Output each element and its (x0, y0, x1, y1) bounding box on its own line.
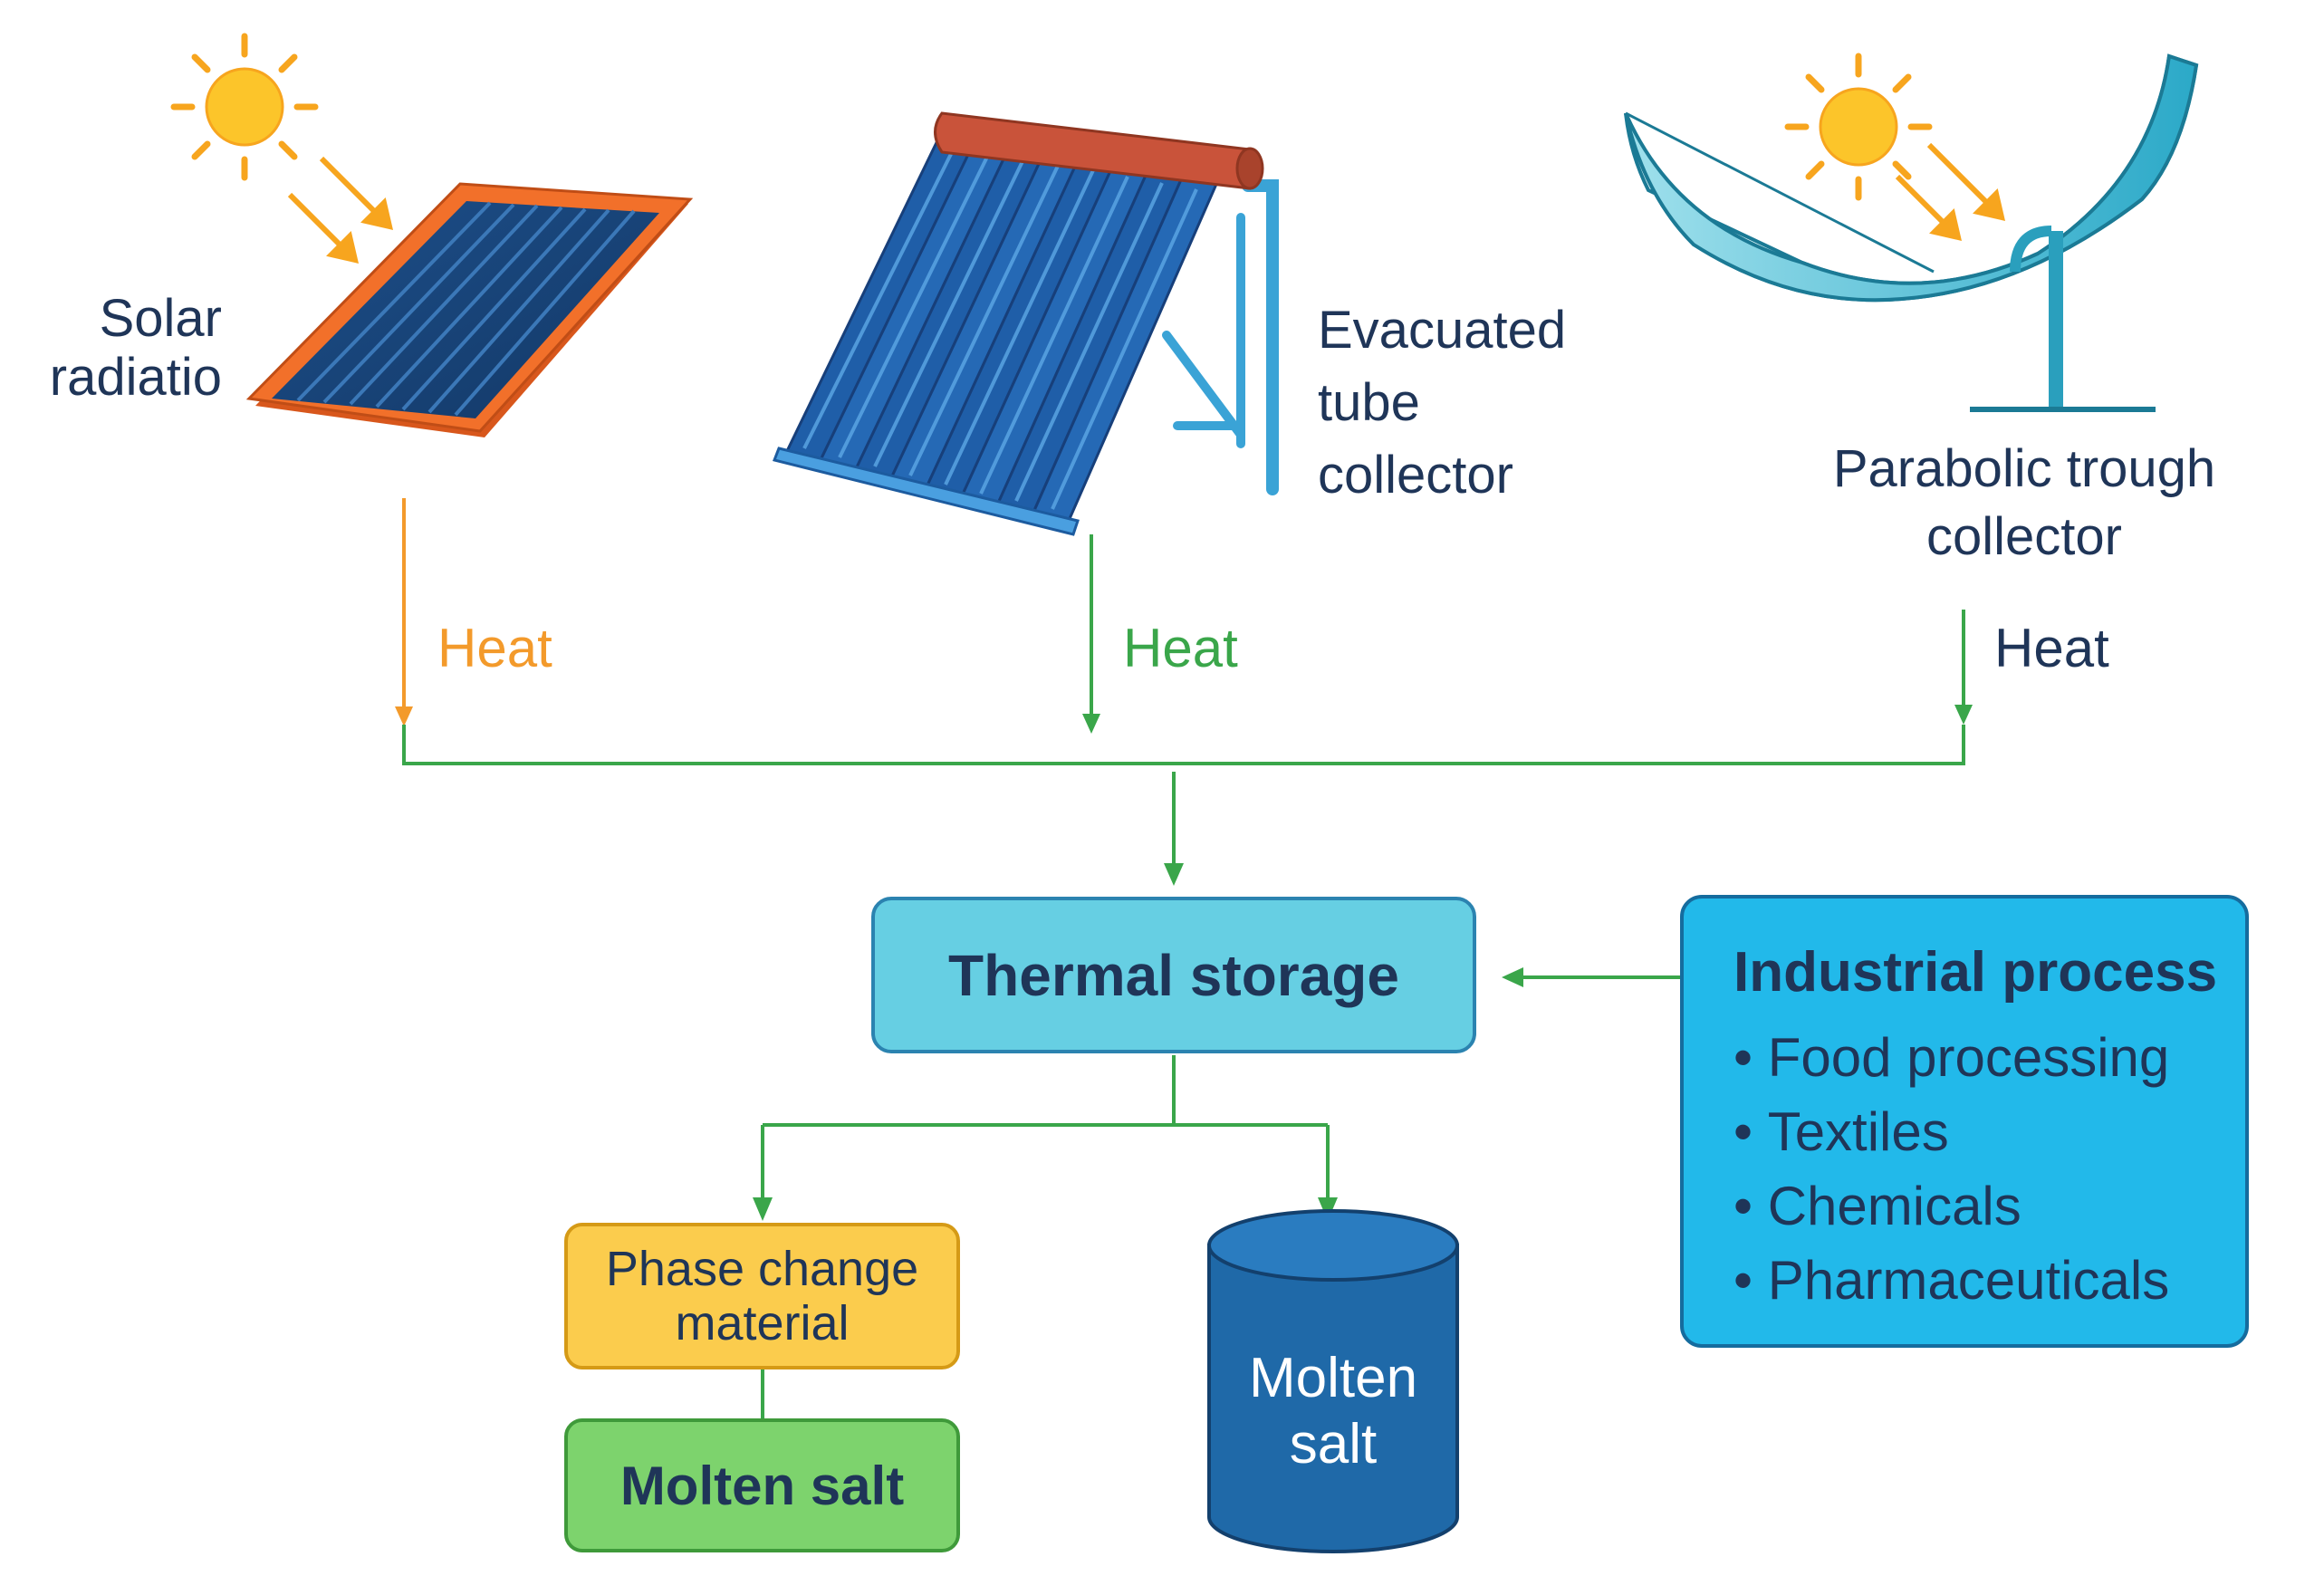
arrow-to-thermal-storage (1164, 772, 1184, 886)
heat-label-1: Heat (437, 618, 552, 678)
solar-radiation-label: Solar radiatio (49, 289, 222, 407)
heat-arrow-3 (1954, 610, 1973, 725)
sun-icon (170, 33, 319, 181)
thermal-storage-label: Thermal storage (948, 942, 1399, 1008)
evacuated-tube-collector-icon (772, 111, 1279, 536)
sun-ray-arrows (1895, 142, 2006, 242)
industrial-item: • Food processing (1733, 1027, 2170, 1088)
phase-change-material-box: Phase change material (564, 1223, 960, 1369)
industrial-process-box: Industrial process • Food processing • T… (1680, 895, 2249, 1348)
industrial-item: • Textiles (1733, 1101, 1949, 1162)
molten-salt-box: Molten salt (564, 1418, 960, 1552)
molten-salt-label: Molten salt (619, 1455, 905, 1516)
phase-change-material-label: Phase change material (605, 1241, 919, 1350)
parabolic-trough-label: Parabolic trough collector (1832, 439, 2216, 567)
sun-ray-arrows (287, 156, 394, 264)
industrial-item: • Pharmaceuticals (1733, 1250, 2170, 1311)
industrial-process-title: Industrial process (1733, 941, 2218, 1004)
thermal-storage-box: Thermal storage (871, 897, 1476, 1053)
branch-arrowheads (753, 1197, 1338, 1221)
arrow-industrial-to-storage (1502, 967, 1685, 987)
heat-label-3: Heat (1994, 618, 2109, 678)
heat-label-2: Heat (1123, 618, 1238, 678)
industrial-item: • Chemicals (1733, 1176, 2021, 1236)
molten-salt-tank-label: Molten salt (1248, 1347, 1418, 1476)
sun-icon (1784, 53, 1933, 201)
parabolic-trough-collector-icon (1624, 53, 2199, 412)
storage-tank-icon (1207, 1209, 1459, 1553)
flat-plate-collector-icon (245, 182, 694, 437)
heat-collector-line (402, 725, 1965, 765)
evacuated-tube-label: Evacuated tube collector (1318, 301, 1567, 505)
heat-arrow-2 (1082, 534, 1100, 734)
heat-arrow-1 (395, 498, 413, 726)
storage-branch-lines (761, 1055, 1330, 1200)
